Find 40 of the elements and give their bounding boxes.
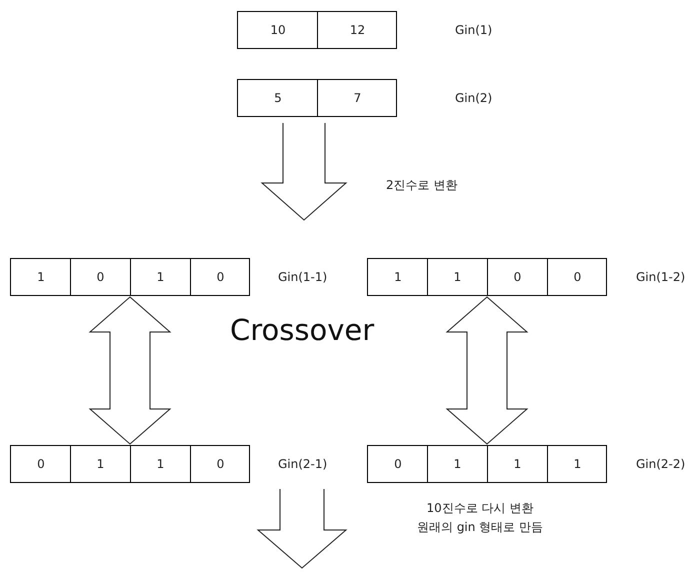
note-text: 10진수로 다시 변환 [426,500,534,517]
gene-cell: 0 [368,446,428,482]
gene-record [367,258,607,296]
gene-cell: 1 [547,446,607,482]
gene-cell: 5 [238,80,318,116]
gene-label: Gin(1) [455,23,492,37]
gene-cell: 12 [317,12,397,48]
crossover-label: Crossover [230,313,374,347]
gene-cell: 0 [11,446,71,482]
gene-cell: 1 [11,259,71,295]
gene-label: Gin(1-2) [636,270,686,284]
gene-cell: 0 [190,446,250,482]
gene-record [367,445,607,483]
gene-cell: 0 [70,259,130,295]
gene-cell: 1 [70,446,130,482]
note-text: 원래의 gin 형태로 만듬 [417,519,543,536]
gene-cell: 0 [487,259,547,295]
gene-cell: 0 [190,259,250,295]
gene-cell: 10 [238,12,318,48]
gene-cell: 1 [130,259,190,295]
gene-cell: 7 [317,80,397,116]
gene-record [237,11,397,49]
gene-cell: 0 [547,259,607,295]
gene-cell: 1 [487,446,547,482]
gene-record [237,79,397,117]
gene-label: Gin(1-1) [278,270,328,284]
gene-label: Gin(2) [455,91,492,105]
double-block-arrow [88,296,172,445]
gene-cell: 1 [130,446,190,482]
gene-label: Gin(2-2) [636,457,686,471]
double-block-arrow [446,296,528,445]
gene-record [10,445,250,483]
block-arrow [256,488,348,569]
gene-record [10,258,250,296]
note-text: 2진수로 변환 [386,177,458,194]
block-arrow [260,122,348,221]
gene-cell: 1 [427,259,487,295]
gene-cell: 1 [368,259,428,295]
gene-label: Gin(2-1) [278,457,328,471]
gene-cell: 1 [427,446,487,482]
